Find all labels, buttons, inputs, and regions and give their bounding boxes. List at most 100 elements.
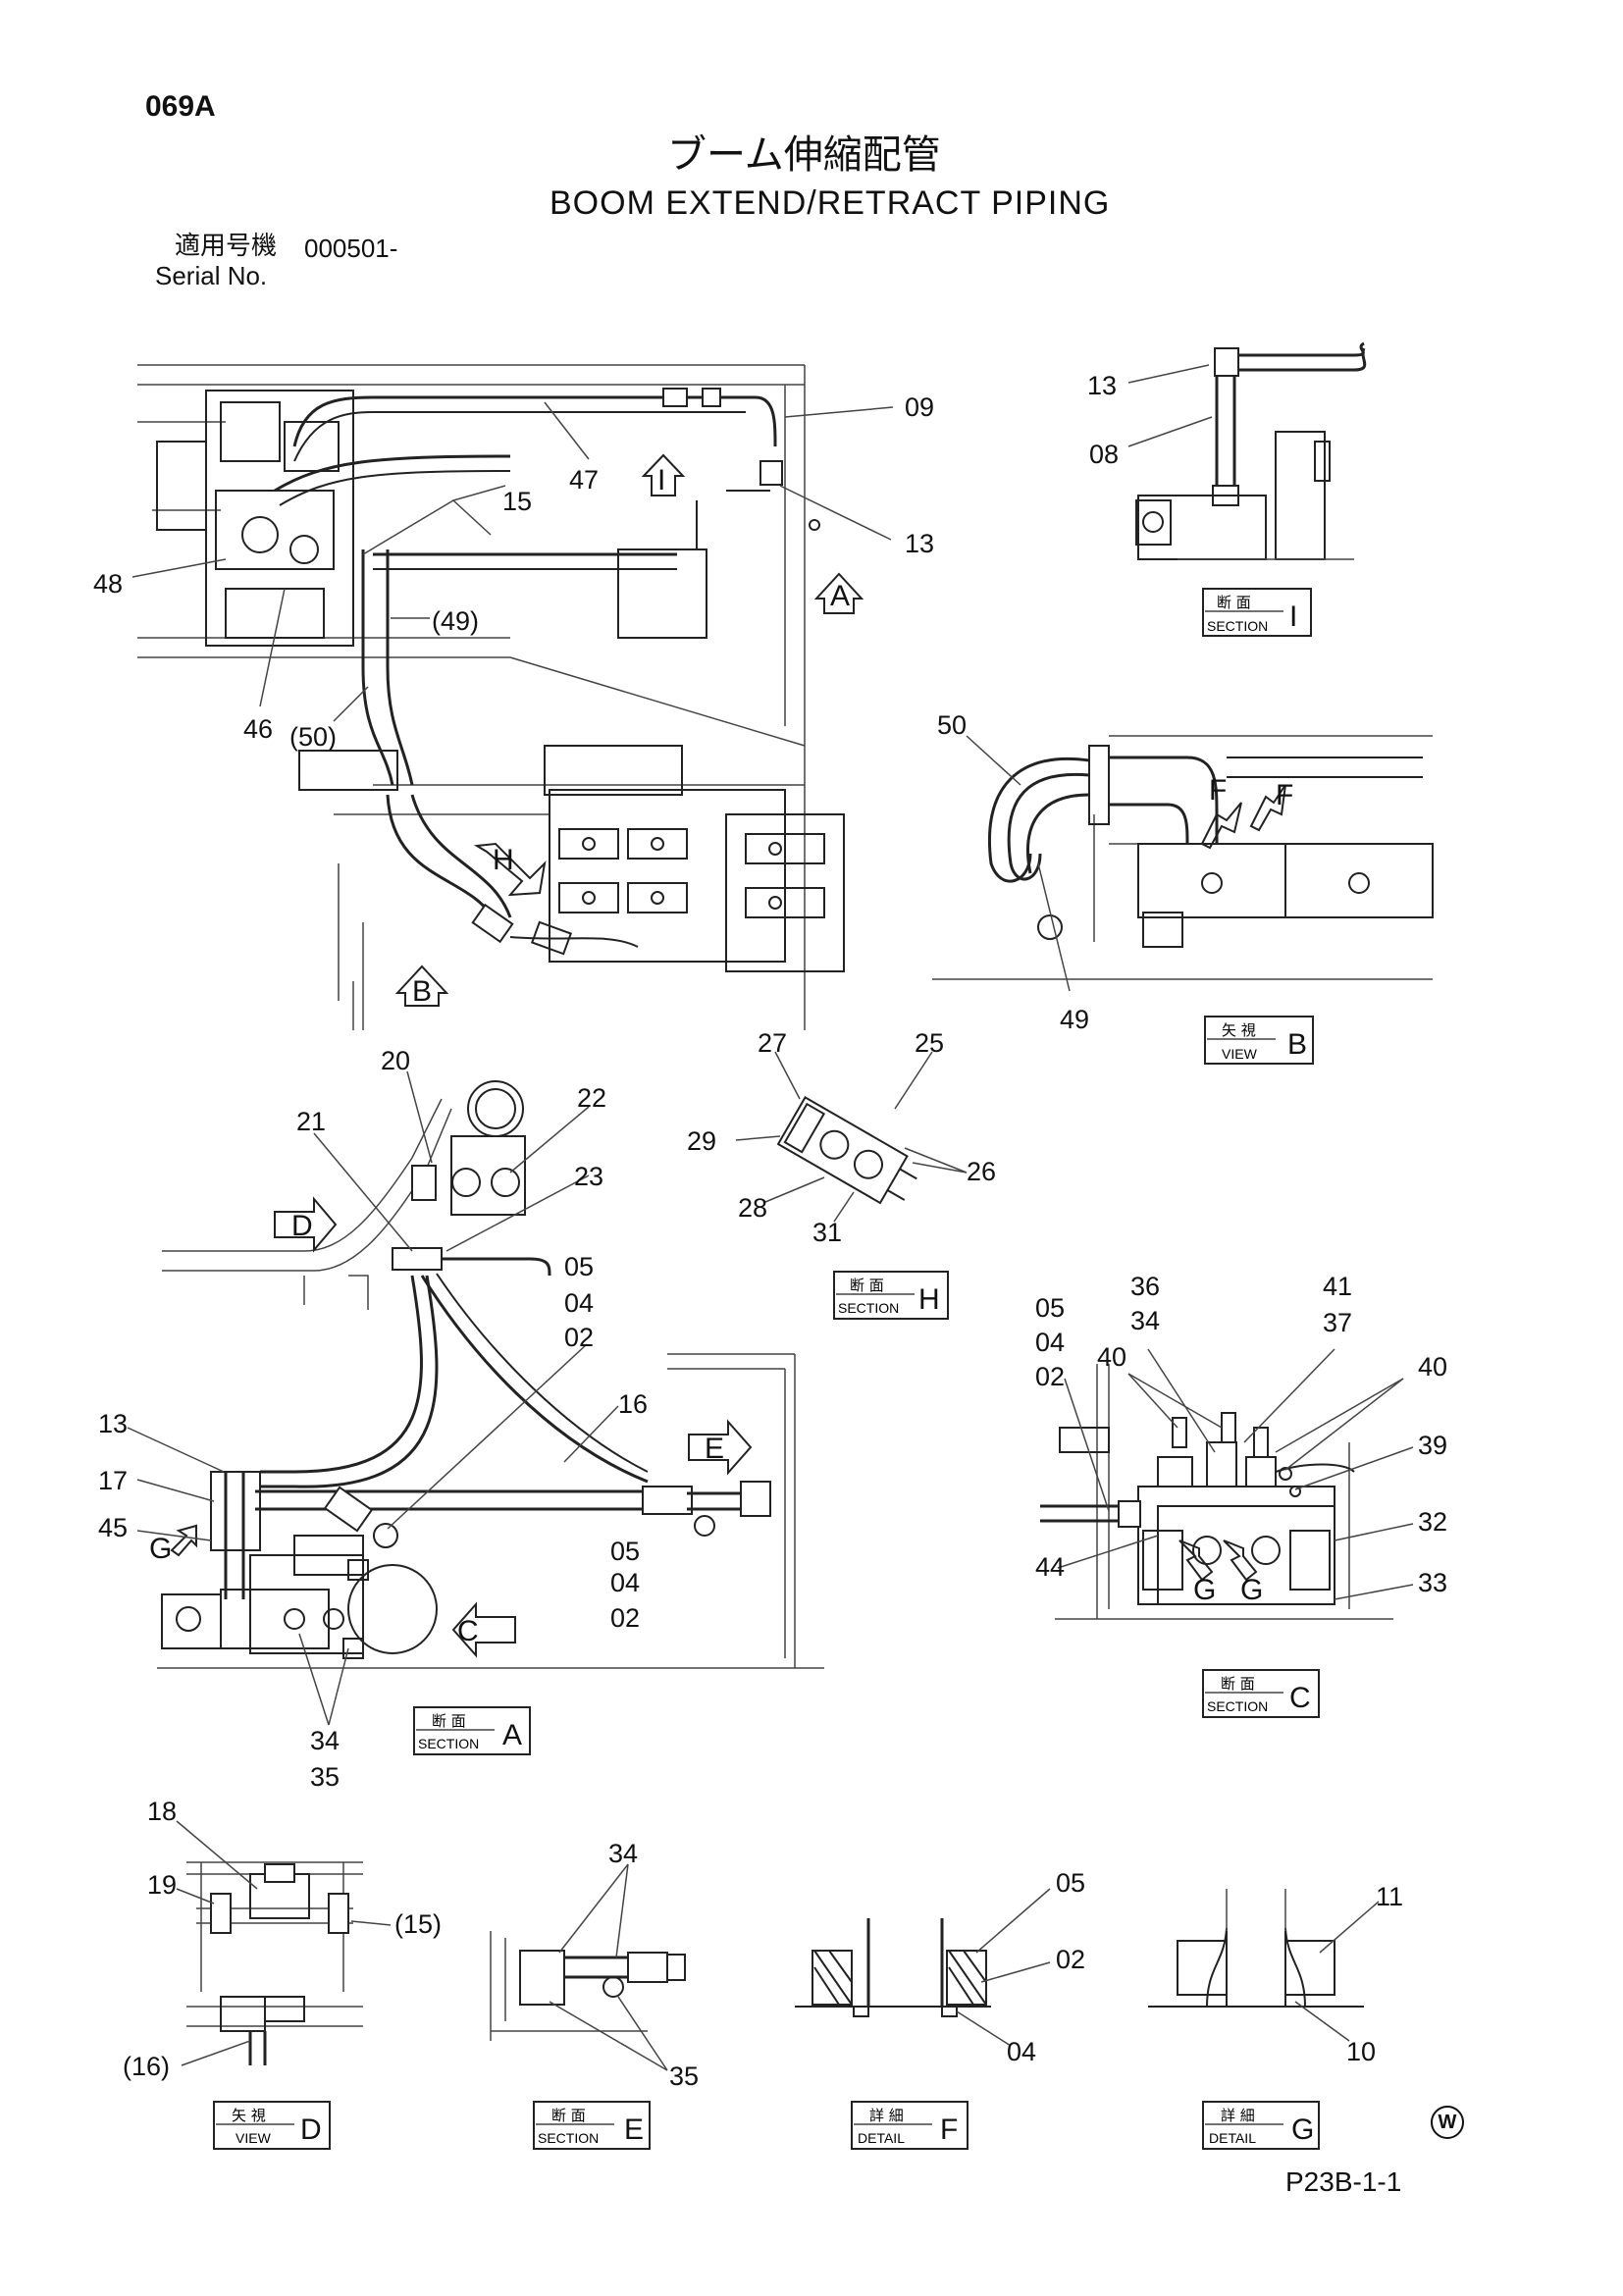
main-top-view: I A H B 09 47 15 13 48 (49) 46 (50) [93, 364, 934, 1030]
view-arrow-G: G [149, 1524, 197, 1565]
title-japanese: ブーム伸縮配管 [667, 132, 941, 178]
detail-F-callout-05: 05 [1056, 1868, 1085, 1898]
callout-15: 15 [502, 487, 532, 516]
section-C-label-jp: 断 面 [1221, 1675, 1255, 1693]
view-D-callout-18: 18 [147, 1797, 177, 1826]
detail-G-drawing: 11 10 [1148, 1882, 1403, 2066]
section-C-callout-40-a: 40 [1097, 1342, 1126, 1372]
section-C-callout-40-b: 40 [1418, 1352, 1447, 1382]
detail-G-callout-10: 10 [1346, 2037, 1376, 2066]
detail-F-callout-02: 02 [1056, 1945, 1085, 1974]
detail-G-label: 詳 細 DETAIL G [1202, 2101, 1320, 2150]
detail-F-label-letter: F [940, 2113, 958, 2146]
view-arrow-H: H [473, 842, 547, 897]
view-D-label-jp: 矢 視 [232, 2107, 266, 2124]
section-I-label-jp: 断 面 [1217, 594, 1251, 611]
view-B-arrow-F-1: F [1200, 774, 1242, 850]
serial-number: 000501- [304, 234, 398, 263]
detail-G-label-jp: 詳 細 [1221, 2107, 1255, 2124]
section-A-drawing: D E C G 20 22 21 23 05 04 02 [98, 1046, 824, 1792]
section-A-callout-45: 45 [98, 1513, 128, 1542]
page-code: 069A [145, 90, 216, 123]
section-H-label-en: SECTION [838, 1300, 899, 1316]
section-C-arrow-G-2-letter: G [1240, 1574, 1263, 1606]
section-E-callout-35: 35 [669, 2061, 699, 2091]
section-A-callout-21: 21 [296, 1107, 326, 1136]
section-H-callouts: 27 25 29 26 28 31 [687, 1028, 996, 1247]
section-E-drawing: 34 35 [490, 1839, 699, 2091]
section-A-callout-13: 13 [98, 1409, 128, 1438]
section-I-label: 断 面 SECTION I [1202, 588, 1312, 637]
section-C-callout-32: 32 [1418, 1507, 1447, 1537]
view-D-callout-15-ref: (15) [394, 1909, 442, 1939]
view-arrow-E: E [688, 1419, 753, 1476]
title-english: BOOM EXTEND/RETRACT PIPING [550, 184, 1111, 222]
view-B-arrow-F-2: F [1249, 779, 1293, 832]
section-E-label-en: SECTION [538, 2130, 599, 2146]
reference-code: P23B-1-1 [1285, 2166, 1402, 2197]
section-A-label: 断 面 SECTION A [413, 1706, 531, 1755]
section-C-drawing: G G 36 34 05 04 02 41 37 40 40 39 32 44 … [1035, 1272, 1447, 1620]
view-arrow-A-letter: A [830, 580, 850, 612]
section-C-arrow-G-1: G [1178, 1539, 1216, 1606]
view-arrow-E-letter: E [705, 1433, 724, 1465]
section-C-callout-02: 02 [1035, 1362, 1065, 1391]
section-A-label-jp: 断 面 [432, 1712, 466, 1730]
detail-G-label-en: DETAIL [1209, 2130, 1256, 2146]
view-D-callout-19: 19 [147, 1870, 177, 1900]
section-I-view: 13 08 [1087, 341, 1367, 560]
section-E-label-letter: E [624, 2113, 644, 2146]
detail-G-callout-11: 11 [1376, 1882, 1403, 1911]
view-arrow-C: C [451, 1601, 516, 1658]
view-B-drawing: F F 50 49 [932, 710, 1434, 1034]
section-C-callout-04: 04 [1035, 1328, 1065, 1357]
section-I-callout-13: 13 [1087, 371, 1117, 400]
section-A-callout-05-b: 05 [610, 1537, 640, 1566]
section-A-callout-22: 22 [577, 1083, 606, 1113]
view-arrow-C-letter: C [457, 1615, 479, 1647]
callout-50-ref: (50) [289, 722, 337, 752]
section-H-callout-29: 29 [687, 1126, 716, 1156]
view-B-label-letter: B [1287, 1028, 1307, 1061]
callout-48: 48 [93, 569, 123, 599]
view-arrow-A: A [813, 572, 864, 614]
section-H-callout-27: 27 [758, 1028, 787, 1058]
view-arrow-B-letter: B [412, 975, 432, 1008]
view-arrow-B: B [394, 965, 449, 1008]
section-E-callout-34: 34 [608, 1839, 638, 1868]
section-A-callout-04-a: 04 [564, 1288, 594, 1318]
view-arrow-G-letter: G [149, 1533, 172, 1565]
section-A-callout-02-b: 02 [610, 1603, 640, 1633]
section-A-callout-20: 20 [381, 1046, 410, 1075]
section-C-callout-05: 05 [1035, 1293, 1065, 1323]
section-H-callout-31: 31 [812, 1218, 842, 1247]
section-A-callout-02-a: 02 [564, 1323, 594, 1352]
section-E-label: 断 面 SECTION E [533, 2101, 651, 2150]
view-B-callout-50: 50 [937, 710, 967, 740]
detail-F-drawing: 05 02 04 [795, 1868, 1085, 2066]
view-D-drawing: 18 19 (15) (16) [123, 1797, 442, 2081]
w-mark: W [1431, 2106, 1464, 2139]
view-arrow-I: I [641, 453, 686, 496]
section-H-drawing [776, 1095, 917, 1205]
section-C-callout-41: 41 [1323, 1272, 1352, 1301]
view-B-arrow-F-1-letter: F [1209, 774, 1227, 807]
section-A-callout-35: 35 [310, 1762, 340, 1792]
view-B-label: 矢 視 VIEW B [1204, 1016, 1314, 1065]
section-A-callout-17: 17 [98, 1466, 128, 1495]
serial-label-english: Serial No. [155, 261, 268, 290]
section-A-callout-34: 34 [310, 1726, 340, 1755]
view-arrow-I-letter: I [657, 464, 665, 496]
view-B-label-en: VIEW [1222, 1046, 1258, 1062]
detail-F-callout-04: 04 [1007, 2037, 1036, 2066]
section-A-callout-04-b: 04 [610, 1568, 640, 1597]
section-I-callout-08: 08 [1089, 440, 1119, 469]
section-C-label-letter: C [1289, 1682, 1311, 1714]
w-mark-letter: W [1438, 2112, 1457, 2133]
section-C-arrow-G-2: G [1223, 1539, 1263, 1606]
section-C-arrow-G-1-letter: G [1193, 1574, 1216, 1606]
serial-label-japanese: 適用号機 [175, 232, 278, 261]
callout-46: 46 [243, 714, 273, 744]
detail-F-label-en: DETAIL [858, 2130, 905, 2146]
